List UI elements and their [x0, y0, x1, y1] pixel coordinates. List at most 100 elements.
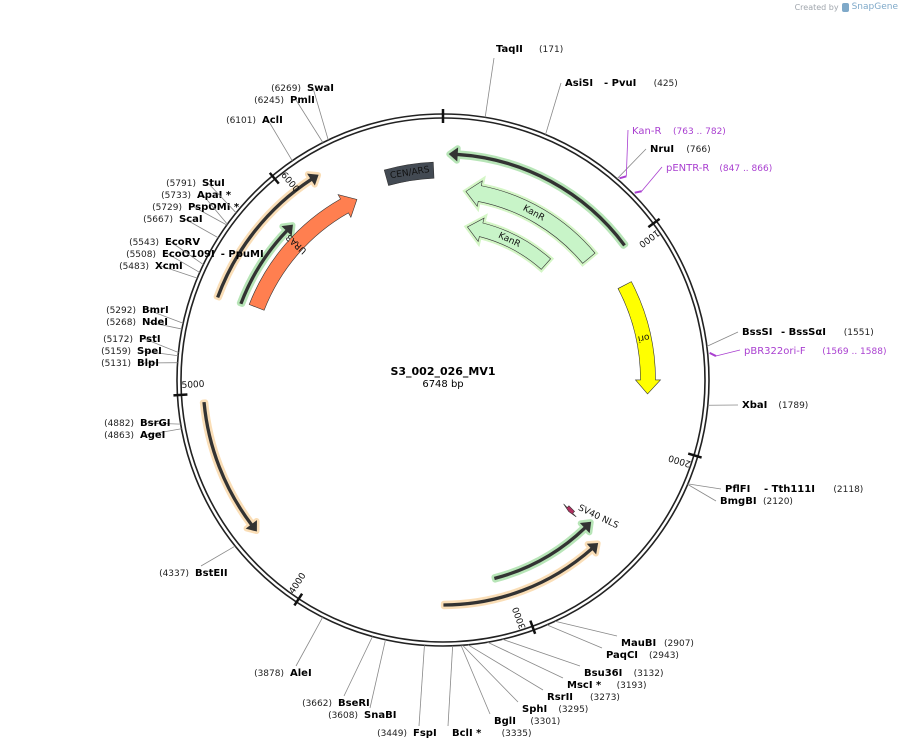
site-name: XbaI — [742, 400, 767, 411]
site-asisi-pvui[interactable]: AsiSI - PvuI (425) — [545, 78, 678, 135]
primer-pbr322ori-f[interactable]: pBR322ori-F(1569 .. 1588) — [709, 346, 887, 357]
tick-label: 4000 — [288, 571, 309, 596]
site-position: (3193) — [617, 681, 647, 691]
site-name: ApaI * — [197, 190, 232, 201]
site-position: (5791) — [166, 179, 196, 189]
site-name: AgeI — [140, 430, 165, 441]
plasmid-size: 6748 bp — [422, 379, 463, 390]
orf-kan[interactable] — [446, 145, 629, 249]
feature-kanr-2[interactable]: KanR — [463, 213, 555, 273]
site-msci[interactable]: MscI *(3193) — [487, 641, 647, 691]
site-position: (766) — [686, 145, 710, 155]
site-psti[interactable]: PstI(5172) — [103, 334, 179, 353]
site-bmgbi[interactable]: BmgBI(2120) — [687, 484, 793, 507]
tick-label: 3000 — [511, 605, 528, 630]
site-scai[interactable]: ScaI(5667) — [143, 214, 219, 239]
site-name: TaqII — [496, 44, 523, 55]
site-bmri[interactable]: BmrI (5292) — [106, 305, 184, 324]
site-rsrii[interactable]: RsrII(3273) — [467, 644, 620, 703]
site-position: (5483) — [119, 262, 149, 272]
site-name: Bsu36I — [584, 668, 622, 679]
site-blpi[interactable]: BlpI(5131) — [101, 358, 178, 369]
feature-ori[interactable]: ori — [617, 281, 662, 395]
site-agei[interactable]: AgeI (4863) — [104, 428, 182, 441]
site-position: (1789) — [778, 401, 808, 411]
site-position: (6245) — [254, 96, 284, 106]
primer-name: pBR322ori-F — [744, 346, 806, 357]
site-sphi[interactable]: SphI(3295) — [462, 645, 589, 715]
site-stui[interactable]: StuI(5791) — [166, 178, 237, 214]
site-position: (1551) — [844, 328, 874, 338]
site-name: BmrI — [142, 305, 169, 316]
site-bcli[interactable]: BclI *(3335) — [447, 645, 532, 739]
site-bgli[interactable]: BglI(3301) — [460, 645, 560, 727]
tick-mark — [647, 217, 661, 229]
orf-bottom-green[interactable] — [491, 519, 594, 583]
site-taqii[interactable]: TaqII (171) — [484, 44, 563, 118]
site-pmli[interactable]: PmlI(6245) — [254, 95, 324, 143]
site-position: (6269) — [271, 84, 301, 94]
site-bsu36i[interactable]: Bsu36I (3132) — [502, 638, 664, 679]
site-xbai[interactable]: XbaI (1789) — [707, 400, 809, 411]
site-maubi[interactable]: MauBI (2907) — [554, 620, 694, 649]
orf-bottom-orange[interactable] — [440, 540, 601, 610]
site-bsteii[interactable]: BstEII(4337) — [159, 545, 236, 579]
feature-kanr[interactable]: KanR — [462, 175, 599, 267]
site-position: (3878) — [254, 669, 284, 679]
orf-layer — [199, 145, 629, 610]
site-position: (6101) — [226, 116, 256, 126]
site-name: AleI — [290, 668, 312, 679]
site-xcmi[interactable]: XcmI(5483) — [119, 261, 198, 279]
site-spei[interactable]: SpeI(5159) — [101, 346, 179, 357]
site-acli[interactable]: AclI(6101) — [226, 115, 293, 162]
site-bsssi-bsss-i[interactable]: BssSI- BssSαI(1551) — [706, 327, 874, 347]
orf-ura3-outer[interactable] — [213, 171, 322, 301]
primer-kan-r[interactable]: Kan-R(763 .. 782) — [619, 126, 726, 180]
site-ecorv[interactable]: EcoRV(5543) — [129, 237, 204, 265]
site-position: (4337) — [159, 569, 189, 579]
feature-cen-ars[interactable]: CEN/ARS — [383, 161, 435, 186]
site-fspi[interactable]: FspI(3449) — [377, 645, 437, 739]
site-name: ScaI — [179, 214, 203, 225]
site-name: AsiSI — [565, 78, 593, 89]
orf-left[interactable] — [199, 399, 260, 535]
site-swai[interactable]: SwaI(6269) — [271, 83, 334, 141]
site-pflfi-tth111i[interactable]: PflFI- Tth111I(2118) — [687, 483, 863, 495]
primer-pentr-r[interactable]: pENTR-R(847 .. 866) — [634, 163, 773, 194]
site-position: (2907) — [664, 639, 694, 649]
site-bseri[interactable]: BseRI(3662) — [302, 636, 373, 709]
site-position: (4863) — [104, 431, 134, 441]
site-name: BseRI — [338, 698, 370, 709]
site-snabi[interactable]: SnaBI(3608) — [328, 639, 396, 721]
site-alei[interactable]: AleI (3878) — [254, 617, 324, 679]
feature-label: ori — [637, 331, 651, 343]
site-apai[interactable]: ApaI *(5733) — [161, 190, 232, 225]
site-position: (5292) — [106, 306, 136, 316]
feature-ura3[interactable]: URA3 — [248, 194, 358, 311]
site-position: (425) — [654, 79, 678, 89]
tick-mark — [687, 452, 702, 459]
site-name-secondary: - BssSαI — [781, 327, 826, 338]
site-position: (5159) — [101, 347, 131, 357]
site-position: (5543) — [129, 238, 159, 248]
site-name: FspI — [413, 728, 437, 739]
site-ndei[interactable]: NdeI(5268) — [106, 317, 183, 330]
site-name: MauBI — [621, 638, 656, 649]
site-name: SphI — [522, 704, 547, 715]
site-position: (3132) — [634, 669, 664, 679]
tick-label: 5000 — [181, 380, 205, 391]
site-position: (3608) — [328, 711, 358, 721]
site-name: BsrGI — [140, 418, 170, 429]
site-position: (2118) — [833, 485, 863, 495]
site-position: (3301) — [530, 717, 560, 727]
site-nrui[interactable]: NruI(766) — [616, 144, 711, 180]
site-paqci[interactable]: PaqCI(2943) — [546, 624, 679, 661]
site-position: (5131) — [101, 359, 131, 369]
site-name-secondary: - PvuI — [604, 78, 636, 89]
tick-mark — [529, 620, 537, 635]
orf-ura3-inner[interactable] — [236, 222, 296, 307]
site-position: (171) — [539, 45, 563, 55]
site-bsrgi[interactable]: BsrGI(4882) — [104, 418, 181, 429]
